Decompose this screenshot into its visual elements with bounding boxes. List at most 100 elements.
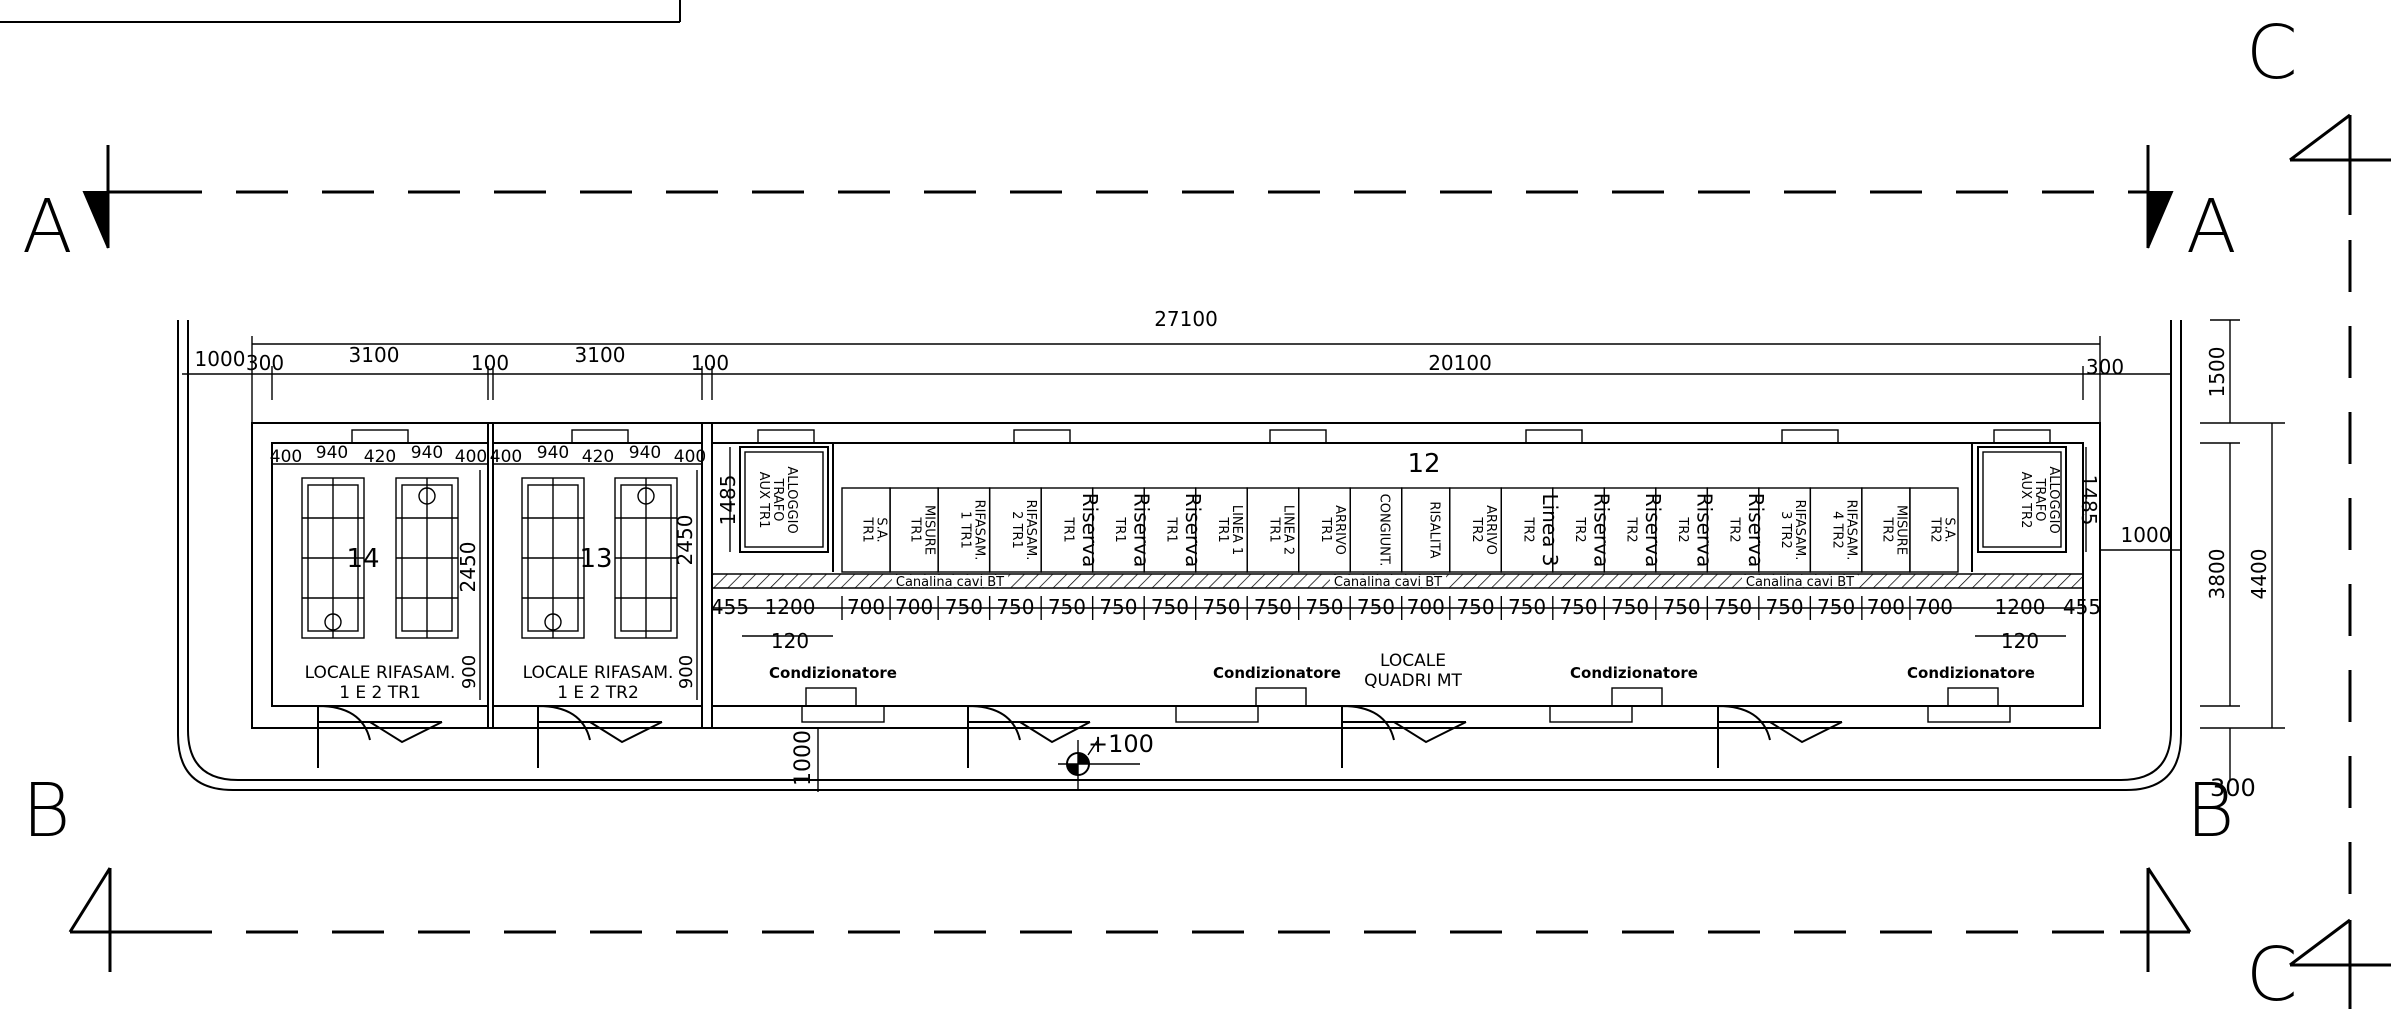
room-dims: 400 940 420 940 400 400 940 420 940 400 … <box>270 443 706 700</box>
dim-room14-bottom: 900 <box>459 655 480 689</box>
dim-room13-side: 2450 <box>673 515 697 566</box>
dim-room14-2: 940 <box>316 443 348 463</box>
panel-label: TR1 <box>908 516 923 542</box>
panel-label: S.A. <box>874 517 889 542</box>
doors <box>317 705 1843 768</box>
panel-width-label: 700 <box>1867 595 1905 619</box>
panel-label: RIFASAM. <box>971 500 986 561</box>
panel-label: CONGIUNT. <box>1377 494 1392 567</box>
cable-channel-label-2: Canalina cavi BT <box>1334 575 1442 590</box>
capacitor-bank <box>614 477 678 639</box>
panel-label: TR1 <box>1060 516 1075 542</box>
panel-label: 1 TR1 <box>957 511 972 549</box>
panel-label: TR2 <box>1879 516 1894 542</box>
section-mark-b-right: B <box>2186 768 2234 854</box>
dim-trafo-offset-right: 120 <box>2001 629 2039 653</box>
panel-label: ARRIVO <box>1483 505 1498 555</box>
section-line-a <box>82 145 2174 249</box>
panel-label: TR2 <box>1572 516 1587 542</box>
dim-room-width-2: 3100 <box>575 343 626 367</box>
room-number-13: 13 <box>579 544 612 574</box>
panel-label: Riserva <box>1129 493 1153 568</box>
panel-label: TR1 <box>860 516 875 542</box>
aircon-label-1: Condizionatore <box>769 664 897 682</box>
bottom-margin-dimension: 1000 <box>791 728 819 792</box>
dim-room13-4: 940 <box>629 443 661 463</box>
dim-hall-length: 20100 <box>1428 351 1492 375</box>
door-room-13 <box>537 705 663 768</box>
dim-room14-5: 400 <box>455 447 487 467</box>
section-mark-a-left: A <box>22 184 73 270</box>
dim-trafo-offset-left: 120 <box>771 629 809 653</box>
room-name-14-line2: 1 E 2 TR1 <box>339 683 421 703</box>
panel-label: Riserva <box>1078 493 1102 568</box>
section-mark-c-bottom: C <box>2246 932 2298 1009</box>
panel-label: TR2 <box>1521 516 1536 542</box>
trafo-right-line2: TRAFO <box>2032 477 2047 521</box>
panel-width-label: 750 <box>1765 595 1803 619</box>
trafo-alcove-left: ALLOGGIO TRAFO AUX TR1 1485 <box>716 443 834 572</box>
capacitor-banks <box>301 477 678 639</box>
trafo-left-line2: TRAFO <box>770 477 785 521</box>
panel-width-label: 750 <box>1817 595 1855 619</box>
dim-room13-5: 400 <box>674 447 706 467</box>
panel-width-label: 750 <box>996 595 1034 619</box>
dim-left-margin: 1000 <box>195 347 246 371</box>
room-name-13-line1: LOCALE RIFASAM. <box>523 663 674 683</box>
panel-label: Riserva <box>1693 493 1717 568</box>
windows-bottom <box>801 705 2011 723</box>
cable-channel-label-3: Canalina cavi BT <box>1746 575 1854 590</box>
panel-width-label: 750 <box>1456 595 1494 619</box>
door-main-1 <box>967 705 1091 768</box>
panel-width-label: 700 <box>1407 595 1445 619</box>
panel-label: 4 TR2 <box>1830 511 1845 549</box>
trafo-alcove-right: ALLOGGIO TRAFO AUX TR2 1485 <box>1971 443 2101 572</box>
dim-bottom-margin: 1000 <box>791 730 816 786</box>
elevation-benchmark: +100 <box>1058 730 1154 790</box>
elevation-label: +100 <box>1088 730 1154 758</box>
room-name-13-line2: 1 E 2 TR2 <box>557 683 639 703</box>
panel-label: Riserva <box>1744 493 1768 568</box>
switchgear-panel <box>1401 487 1451 573</box>
switchgear-panel <box>1349 487 1403 573</box>
capacitor-bank <box>301 477 365 639</box>
main-room-name-line2: QUADRI MT <box>1364 671 1462 691</box>
dim-height-bottom: 300 <box>2210 774 2256 802</box>
cable-channel-label-1: Canalina cavi BT <box>896 575 1004 590</box>
panel-width-label: 750 <box>1357 595 1395 619</box>
panel-label: TR1 <box>1112 516 1127 542</box>
panel-width-label: 700 <box>847 595 885 619</box>
air-conditioners: Condizionatore Condizionatore Condiziona… <box>769 664 2035 707</box>
dim-room14-3: 420 <box>364 447 396 467</box>
title-block-fragment <box>0 0 681 23</box>
capacitor-bank <box>521 477 585 639</box>
room-number-14: 14 <box>346 544 379 574</box>
panel-label: MISURE <box>1893 505 1908 555</box>
dim-wall-2: 100 <box>471 351 509 375</box>
panel-label: RIFASAM. <box>1023 500 1038 561</box>
dim-trafo-gap-right: 455 <box>2063 595 2101 619</box>
windows-top <box>351 429 2051 444</box>
panel-label: MISURE <box>922 505 937 555</box>
panel-label: TR1 <box>1318 516 1333 542</box>
dim-room13-1: 400 <box>490 447 522 467</box>
trafo-right-line3: AUX TR2 <box>2018 472 2033 529</box>
site-outline <box>177 320 2182 791</box>
panel-width-label: 750 <box>1151 595 1189 619</box>
dim-right-margin: 1000 <box>2121 523 2172 547</box>
panel-label: TR2 <box>1675 516 1690 542</box>
dim-room14-4: 940 <box>411 443 443 463</box>
panel-label: LINEA 2 <box>1280 505 1295 555</box>
panel-width-label: 750 <box>1202 595 1240 619</box>
side-dimensions: 1500 3800 4400 1000 300 <box>2100 319 2285 802</box>
panel-label: RIFASAM. <box>1792 500 1807 561</box>
dim-room13-2: 940 <box>537 443 569 463</box>
panel-width-label: 750 <box>1305 595 1343 619</box>
panel-width-label: 750 <box>1254 595 1292 619</box>
door-main-3 <box>1717 705 1843 768</box>
door-main-2 <box>1341 705 1467 768</box>
panel-label: TR1 <box>1266 516 1281 542</box>
cable-channel: Canalina cavi BT Canalina cavi BT Canali… <box>711 573 2084 590</box>
panel-label: Linea 3 <box>1538 493 1562 566</box>
panel-width-label: 750 <box>1508 595 1546 619</box>
